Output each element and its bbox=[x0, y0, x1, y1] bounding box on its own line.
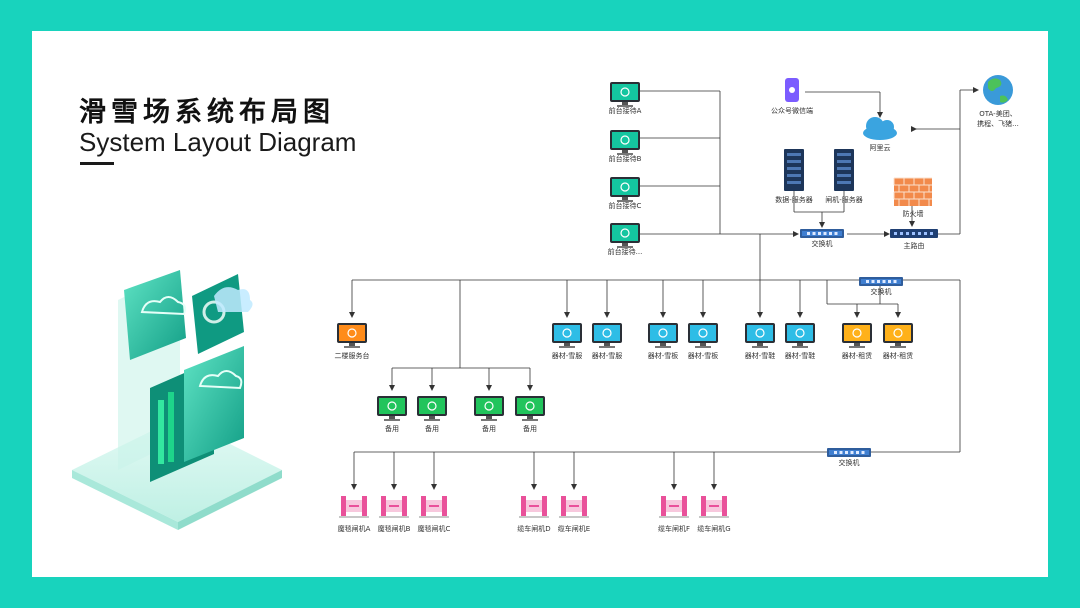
goods-label-1: 器材-租赁 bbox=[883, 351, 914, 360]
rental-label-3: 器材-雪板 bbox=[688, 351, 719, 360]
data-server-label: 数据-服务器 bbox=[775, 195, 813, 204]
data-server-icon bbox=[784, 149, 804, 191]
switch-gates-label: 交换机 bbox=[839, 458, 860, 467]
monitor-backup-3 bbox=[515, 396, 545, 421]
monitor-frontdesk-3 bbox=[610, 223, 640, 248]
backup-label-1: 备用 bbox=[425, 424, 439, 433]
monitor-rental-4 bbox=[745, 323, 775, 348]
monitor-rental-2 bbox=[648, 323, 678, 348]
monitor-goods-0 bbox=[842, 323, 872, 348]
gate-label-4: 缆车闸机E bbox=[558, 524, 590, 533]
monitor-rental-0 bbox=[552, 323, 582, 348]
rental-label-5: 器材-雪鞋 bbox=[785, 351, 816, 360]
monitor-backup-1 bbox=[417, 396, 447, 421]
monitor-rental-3 bbox=[688, 323, 718, 348]
rental-label-2: 器材-雪板 bbox=[648, 351, 679, 360]
firewall-icon bbox=[893, 177, 932, 206]
gate-icon-5 bbox=[659, 496, 689, 518]
switch-main-icon bbox=[800, 229, 844, 238]
backup-label-2: 备用 bbox=[482, 424, 496, 433]
gate-icon-1 bbox=[379, 496, 409, 518]
ota-label-line2: 携程、飞猪... bbox=[977, 119, 1019, 128]
phone-icon bbox=[785, 78, 799, 102]
gate-label-1: 魔毯闸机B bbox=[378, 524, 411, 533]
gate-icon-2 bbox=[419, 496, 449, 518]
goods-label-0: 器材-租赁 bbox=[842, 351, 873, 360]
gate-label-6: 缆车闸机G bbox=[697, 524, 730, 533]
monitor-frontdesk-2 bbox=[610, 177, 640, 202]
frontdesk-label-1: 前台接待B bbox=[609, 154, 642, 163]
monitor-frontdesk-0 bbox=[610, 82, 640, 107]
gate-server-label: 闸机-服务器 bbox=[825, 195, 863, 204]
monitor-frontdesk-1 bbox=[610, 130, 640, 155]
monitor-backup-2 bbox=[474, 396, 504, 421]
gate-icon-0 bbox=[339, 496, 369, 518]
gate-label-3: 缆车闸机D bbox=[517, 524, 550, 533]
cloud-icon bbox=[863, 117, 897, 140]
gate-icon-3 bbox=[519, 496, 549, 518]
switch-main-label: 交换机 bbox=[812, 239, 833, 248]
firewall-label: 防火墙 bbox=[903, 209, 924, 218]
connection-lines bbox=[349, 87, 979, 490]
backup-label-0: 备用 bbox=[385, 424, 399, 433]
ota-label-line1: OTA-美团、 bbox=[979, 109, 1016, 118]
gate-label-0: 魔毯闸机A bbox=[338, 524, 371, 533]
gate-label-2: 魔毯闸机C bbox=[418, 524, 451, 533]
rental-label-1: 器材-雪服 bbox=[592, 351, 623, 360]
gate-icon-4 bbox=[559, 496, 589, 518]
gate-label-5: 缆车闸机F bbox=[658, 524, 690, 533]
title-underline bbox=[80, 162, 114, 165]
frontdesk-label-3: 前台接待... bbox=[608, 247, 643, 256]
wechat-label: 公众号微信端 bbox=[771, 106, 813, 115]
frontdesk-label-0: 前台接待A bbox=[609, 106, 642, 115]
monitor-rental-1 bbox=[592, 323, 622, 348]
monitor-rental-5 bbox=[785, 323, 815, 348]
globe-icon bbox=[983, 75, 1013, 105]
monitor-backup-0 bbox=[377, 396, 407, 421]
rental-label-0: 器材-雪服 bbox=[552, 351, 583, 360]
router-icon bbox=[890, 229, 938, 238]
second-floor-label: 二楼服务台 bbox=[335, 351, 370, 360]
monitor-second-floor bbox=[337, 323, 367, 348]
monitor-goods-1 bbox=[883, 323, 913, 348]
router-label: 主路由 bbox=[904, 241, 925, 250]
switch-gates-icon bbox=[827, 448, 871, 457]
switch-goods-icon bbox=[859, 277, 903, 286]
switch-goods-label: 交换机 bbox=[871, 287, 892, 296]
rental-label-4: 器材-雪鞋 bbox=[745, 351, 776, 360]
gate-server-icon bbox=[834, 149, 854, 191]
page-subtitle: System Layout Diagram bbox=[79, 127, 357, 157]
gate-icon-6 bbox=[699, 496, 729, 518]
backup-label-3: 备用 bbox=[523, 424, 537, 433]
frontdesk-label-2: 前台接待C bbox=[609, 201, 642, 210]
page-title: 滑雪场系统布局图 bbox=[79, 97, 335, 128]
cloud-server-illustration bbox=[72, 270, 282, 530]
aliyun-label: 阿里云 bbox=[870, 143, 891, 152]
